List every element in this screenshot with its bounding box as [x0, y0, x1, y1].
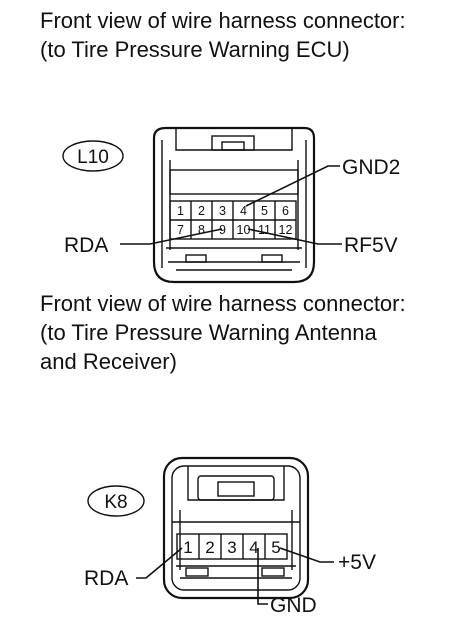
caption-line: (to Tire Pressure Warning ECU): [40, 37, 350, 62]
connector-id-oval: [87, 485, 145, 517]
pin-number: 7: [177, 223, 184, 237]
bottom-key: [185, 567, 209, 577]
pin-number: 5: [271, 538, 280, 557]
pin-label-gnd: GND: [270, 594, 317, 617]
pin-number: 10: [237, 223, 251, 237]
pin-number: 11: [258, 223, 271, 237]
bottom-key: [261, 254, 283, 263]
connector-l10: L10 1 2 3 4 5 6 7: [62, 126, 400, 284]
caption-line: (to Tire Pressure Warning Antenna: [40, 320, 377, 345]
caption-line: Front view of wire harness connector:: [40, 8, 406, 33]
connector-body: [152, 126, 316, 284]
pin-label-rda: RDA: [64, 234, 108, 257]
pin-number: 1: [183, 538, 192, 557]
pin-number: 4: [249, 538, 258, 557]
inner-shell: [171, 465, 301, 591]
pin-number: 1: [177, 204, 184, 218]
bottom-shell: [176, 565, 296, 579]
pin-number: 2: [198, 204, 205, 218]
lock-tab: [221, 141, 245, 151]
pin-number: 2: [205, 538, 214, 557]
pin-label-rf5v: RF5V: [344, 234, 398, 257]
pin-label-plus5v: +5V: [338, 551, 376, 574]
pin-grid: [176, 533, 288, 560]
pin-label-rda: RDA: [84, 567, 128, 590]
leader-line: [136, 547, 183, 579]
pin-number: 3: [227, 538, 236, 557]
connector1-caption: Front view of wire harness connector: (t…: [40, 6, 406, 64]
pin-label-gnd2: GND2: [342, 156, 400, 179]
leader-line: [245, 165, 340, 207]
bottom-key: [261, 567, 285, 577]
leader-line: [257, 548, 268, 605]
caption-line: Front view of wire harness connector:: [40, 291, 406, 316]
bottom-key: [185, 254, 207, 263]
pin-number: 8: [198, 223, 205, 237]
pin-number: 9: [219, 223, 226, 237]
leader-line: [120, 228, 223, 245]
lock-tab: [217, 481, 255, 497]
lock-tab: [197, 475, 275, 501]
leader-line: [247, 228, 342, 245]
connector-body: [162, 456, 310, 600]
pin-number: 3: [219, 204, 226, 218]
connector-id-label: L10: [77, 147, 109, 168]
connector-id-oval: [62, 140, 124, 172]
pin-grid: [169, 200, 297, 240]
leader-line: [279, 547, 334, 563]
pin-number: 6: [282, 204, 289, 218]
caption-line: and Receiver): [40, 349, 177, 374]
upper-frame: [169, 169, 299, 195]
connector-id-label: K8: [104, 492, 127, 513]
pin-number: 4: [240, 204, 247, 218]
pin-number: 5: [261, 204, 268, 218]
connector2-caption: Front view of wire harness connector: (t…: [40, 289, 406, 376]
pin-number: 12: [279, 223, 293, 237]
connector-k8: K8 1 2 3 4 5 RDA +5V: [84, 456, 376, 617]
